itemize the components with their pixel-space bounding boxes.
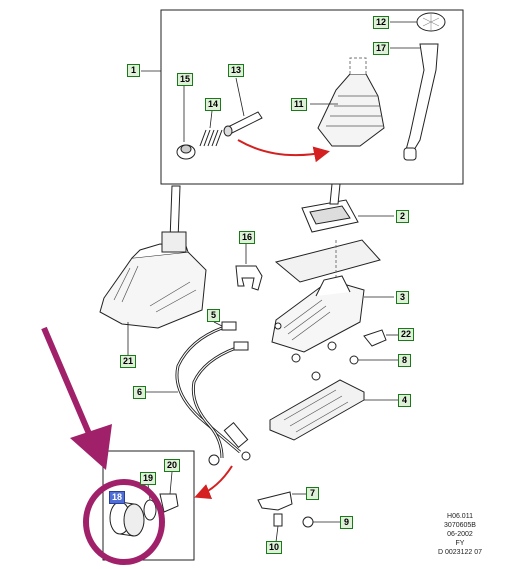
main-housing-3 xyxy=(271,275,365,381)
callout-3: 3 xyxy=(396,291,409,304)
callout-7: 7 xyxy=(306,487,319,500)
screw-8 xyxy=(349,355,359,365)
annotation-arrow xyxy=(41,326,99,452)
callout-12: 12 xyxy=(373,16,390,29)
bush-18 xyxy=(109,501,145,537)
clip-22 xyxy=(363,329,387,347)
callout-20: 20 xyxy=(164,459,181,472)
callout-16: 16 xyxy=(239,231,256,244)
callout-6: 6 xyxy=(133,386,146,399)
base-plate-4 xyxy=(269,379,365,441)
nut-15 xyxy=(176,144,196,160)
gaiter-boot-11 xyxy=(317,57,385,147)
callout-4: 4 xyxy=(398,394,411,407)
ref-line-4: FY xyxy=(455,540,465,547)
bracket-16 xyxy=(235,265,263,291)
pin-13 xyxy=(223,111,263,137)
callout-22: 22 xyxy=(398,328,415,341)
callout-10: 10 xyxy=(266,541,283,554)
shift-cables-6 xyxy=(175,321,251,466)
callout-18: 18 xyxy=(109,491,126,504)
annotation-arrowhead xyxy=(70,424,112,470)
red-assembly-arrow-top xyxy=(237,139,330,163)
red-assembly-arrow-bottom xyxy=(194,465,233,499)
callout-11: 11 xyxy=(291,98,307,111)
annotation-circle xyxy=(83,479,165,565)
callout-9: 9 xyxy=(340,516,353,529)
inset-frame-bottom xyxy=(102,450,195,561)
spring-14 xyxy=(199,129,223,147)
callout-15: 15 xyxy=(177,73,194,86)
callout-1: 1 xyxy=(127,64,140,77)
lever-housing-21 xyxy=(99,185,207,329)
callout-13: 13 xyxy=(228,64,245,77)
callout-14: 14 xyxy=(205,98,222,111)
callout-2: 2 xyxy=(396,210,409,223)
upper-guide-2 xyxy=(301,183,359,233)
reference-code: H06.011 3070605B 06-2002 FY D 0023122 07 xyxy=(410,512,510,557)
retaining-clip-7 xyxy=(257,491,293,511)
callout-8: 8 xyxy=(398,354,411,367)
ref-line-2: 3070605B xyxy=(444,522,476,529)
callout-21: 21 xyxy=(120,355,137,368)
callout-17: 17 xyxy=(373,42,390,55)
bolt-10 xyxy=(273,513,283,527)
ref-line-5: D 0023122 07 xyxy=(438,549,482,556)
gear-knob-top-12 xyxy=(416,12,446,32)
inset-frame-top xyxy=(160,9,464,185)
callout-19: 19 xyxy=(140,472,157,485)
nut-9 xyxy=(302,516,314,528)
retainer-20 xyxy=(159,493,179,513)
callout-5: 5 xyxy=(207,309,220,322)
gasket-plate xyxy=(274,239,381,283)
shift-lever-17 xyxy=(403,43,439,161)
ref-line-1: H06.011 xyxy=(447,513,473,520)
ref-line-3: 06-2002 xyxy=(447,531,473,538)
